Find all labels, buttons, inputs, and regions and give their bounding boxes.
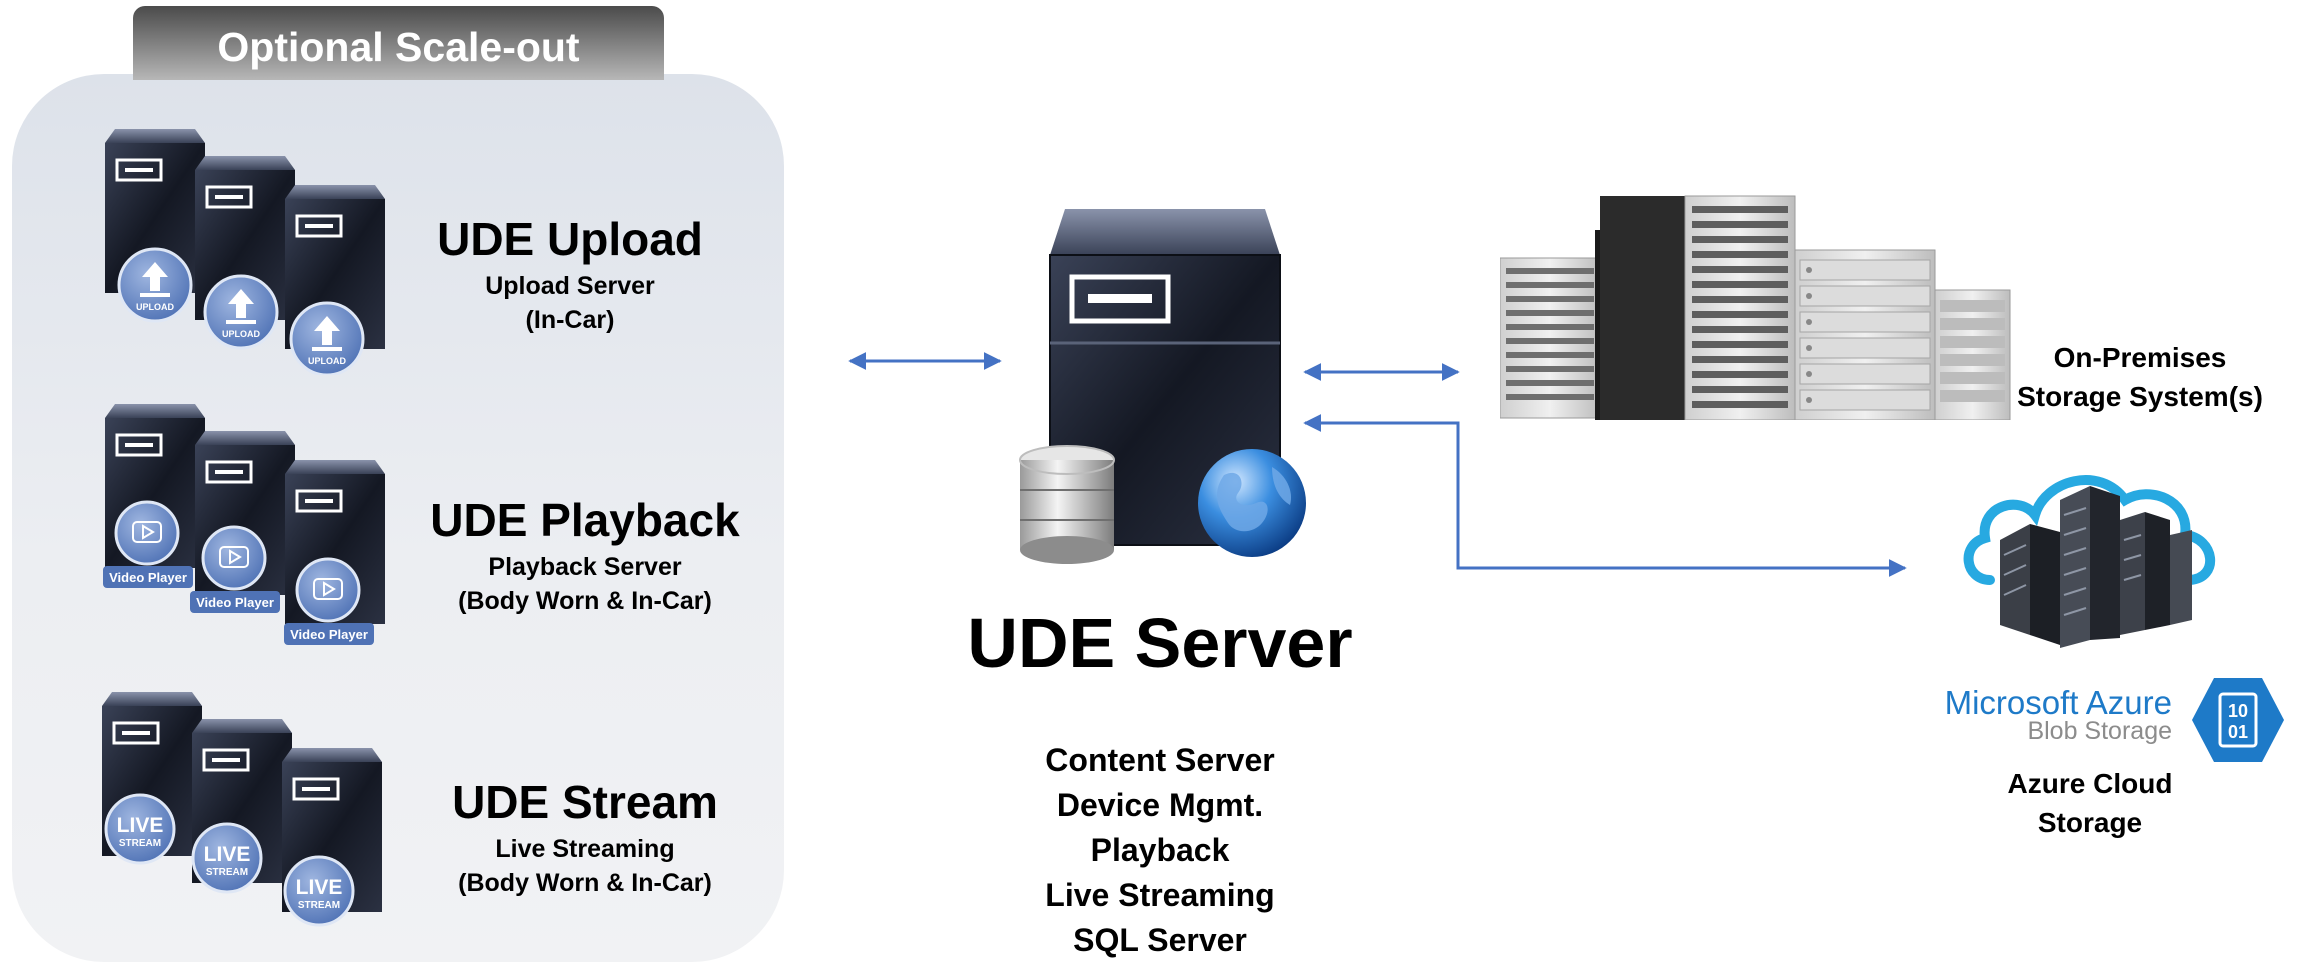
playback-title: UDE Playback (430, 494, 740, 546)
ude-server-title: UDE Server (967, 604, 1353, 682)
azure-product-label: Blob Storage (2027, 717, 2172, 745)
video-player-icon: Video Player (190, 525, 280, 613)
live-stream-icon: LIVE STREAM (283, 855, 355, 927)
video-player-icon: Video Player (284, 557, 374, 645)
stream-title: UDE Stream (452, 776, 718, 828)
storage-rack-icon (1934, 289, 2011, 420)
playback-subtitle-2: (Body Worn & In-Car) (458, 587, 712, 615)
upload-badge-label: UPLOAD (308, 356, 347, 366)
role-live-streaming: Live Streaming (1045, 877, 1275, 913)
stream-label: STREAM (206, 867, 248, 878)
database-icon (1019, 445, 1115, 564)
upload-server-stack: UPLOAD UPLOAD UPLOAD (105, 129, 385, 375)
ude-server-graphic (1019, 209, 1306, 564)
video-player-label: Video Player (196, 595, 274, 610)
globe-icon (1198, 449, 1306, 557)
live-stream-icon: LIVE STREAM (191, 822, 263, 894)
role-playback: Playback (1090, 832, 1230, 868)
blob-storage-icon: 10 01 (2192, 678, 2284, 762)
upload-subtitle-2: (In-Car) (525, 306, 615, 334)
blob-icon-bottom: 01 (2228, 722, 2248, 742)
upload-badge-label: UPLOAD (136, 302, 175, 312)
onprem-label-line2: Storage System(s) (2017, 381, 2263, 412)
stream-server-stack: LIVE STREAM LIVE STREAM LIVE STREAM (102, 692, 382, 927)
blob-icon-top: 10 (2228, 701, 2248, 721)
stream-subtitle: Live Streaming (495, 835, 675, 863)
azure-label-line1: Azure Cloud (2007, 768, 2173, 799)
scale-out-title: Optional Scale-out (133, 6, 664, 80)
live-label: LIVE (117, 814, 164, 837)
server-racks-icon (2000, 486, 2192, 648)
onprem-storage-graphic (1500, 195, 2011, 420)
playback-subtitle: Playback Server (488, 553, 682, 581)
azure-brand-label: Microsoft Azure (1944, 684, 2172, 721)
azure-cloud-graphic (1963, 475, 2216, 648)
upload-icon: UPLOAD (117, 247, 193, 323)
upload-subtitle: Upload Server (485, 272, 655, 300)
role-device-mgmt: Device Mgmt. (1056, 787, 1264, 823)
live-stream-icon: LIVE STREAM (104, 793, 176, 865)
onprem-label: On-Premises Storage System(s) (2010, 338, 2270, 416)
live-label: LIVE (204, 843, 251, 866)
onprem-label-line1: On-Premises (2053, 342, 2227, 373)
stream-label: STREAM (298, 900, 340, 911)
video-player-label: Video Player (109, 570, 187, 585)
upload-title: UDE Upload (437, 213, 703, 265)
server-azure-arrow (1303, 414, 1907, 577)
ude-server-roles: Content Server Device Mgmt. Playback Liv… (960, 738, 1360, 963)
stream-subtitle-2: (Body Worn & In-Car) (458, 869, 712, 897)
storage-rack-icon (1794, 249, 1936, 420)
azure-label-line2: Storage (2037, 807, 2143, 838)
upload-badge-label: UPLOAD (222, 329, 261, 339)
role-sql-server: SQL Server (1073, 922, 1247, 958)
upload-icon: UPLOAD (289, 301, 365, 375)
role-content-server: Content Server (1045, 742, 1275, 778)
upload-icon: UPLOAD (203, 274, 279, 350)
cloud-icon (1963, 475, 2216, 585)
video-player-label: Video Player (290, 627, 368, 642)
playback-server-stack: Video Player Video Player Video Player (103, 404, 385, 645)
azure-label: Azure Cloud Storage (1960, 764, 2220, 842)
storage-rack-icon (1500, 257, 1601, 419)
live-label: LIVE (296, 876, 343, 899)
stream-label: STREAM (119, 838, 161, 849)
storage-rack-icon (1595, 195, 1796, 420)
video-player-icon: Video Player (103, 500, 193, 588)
